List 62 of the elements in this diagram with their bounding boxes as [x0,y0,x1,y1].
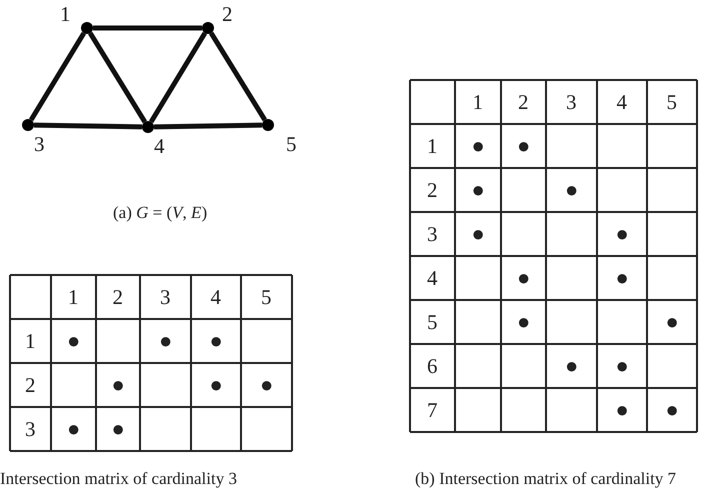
filled-dot: ● [472,223,485,245]
filled-dot: ● [159,330,172,352]
graph-edge [88,32,147,124]
filled-dot: ● [565,179,578,201]
row-number: 3 [427,224,438,244]
graph-edge [34,122,142,130]
graph-vertex [81,22,93,34]
filled-dot: ● [112,418,125,440]
filled-dot: ● [472,179,485,201]
figure-caption: (a) G = (V, E) [113,204,208,220]
column-number: 2 [112,286,123,308]
filled-dot: ● [517,267,530,289]
graph-vertex [22,119,34,131]
filled-dot: ● [67,418,80,440]
graph-edge [93,26,202,30]
row-number: 1 [25,330,36,352]
graph-edge [209,32,267,122]
row-number: 2 [427,180,438,200]
filled-dot: ● [112,374,125,396]
column-number: 5 [261,286,272,308]
figure-caption: (b) Intersection matrix of cardinality 7 [415,470,676,487]
row-number: 6 [427,356,438,376]
filled-dot: ● [616,399,629,421]
column-number: 3 [566,92,576,112]
row-number: 2 [25,374,36,396]
column-number: 3 [160,286,170,308]
graph-vertex [142,121,154,133]
filled-dot: ● [666,311,679,333]
filled-dot: ● [517,311,530,333]
vertex-number: 1 [60,4,70,25]
vertex-number: 4 [154,136,164,157]
graph-edge [28,32,86,122]
filled-dot: ● [210,374,223,396]
column-number: 4 [616,92,627,112]
row-number: 7 [427,400,438,420]
graph-vertex [262,119,274,131]
vertex-number: 2 [222,4,232,25]
filled-dot: ● [616,355,629,377]
filled-dot: ● [260,374,274,396]
graph-edge [148,32,208,124]
column-number: 4 [210,286,221,308]
figure-caption: Intersection matrix of cardinality 3 [0,470,237,487]
filled-dot: ● [616,223,629,245]
filled-dot: ● [666,399,679,421]
filled-dot: ● [472,135,485,157]
vertex-number: 5 [286,134,296,155]
filled-dot: ● [210,330,223,352]
row-number: 5 [427,312,438,332]
column-number: 1 [68,286,78,308]
column-number: 5 [666,92,677,112]
column-number: 1 [472,92,483,112]
column-number: 2 [518,92,528,112]
row-number: 4 [427,268,438,288]
filled-dot: ● [67,330,80,352]
filled-dot: ● [517,135,530,157]
filled-dot: ● [565,355,578,377]
filled-dot: ● [616,267,629,289]
row-number: 1 [427,136,438,156]
row-number: 3 [25,418,36,440]
graph-vertex [202,22,214,34]
vertex-number: 3 [34,134,44,155]
graph-edge [154,122,262,130]
